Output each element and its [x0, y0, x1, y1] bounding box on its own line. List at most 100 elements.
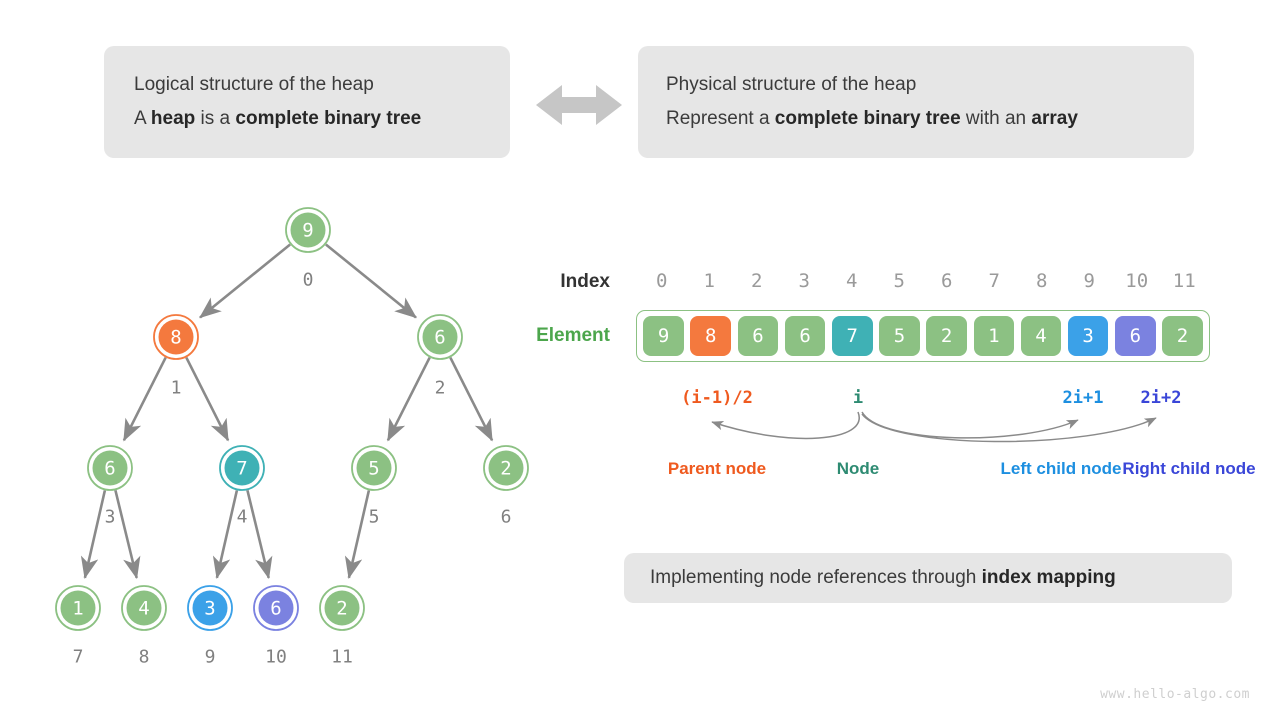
- array-index-cell: 5: [893, 270, 905, 292]
- tree-node-ring: [87, 445, 133, 491]
- formula-left-child-index: 2i+1: [1062, 388, 1104, 408]
- formula-self-index: i: [852, 388, 864, 408]
- array-index-cell: 1: [703, 270, 715, 292]
- tree-node: 4: [121, 585, 167, 631]
- mapping-caption-prefix: Implementing node references through: [650, 567, 982, 588]
- tree-node-value: 2: [500, 458, 511, 480]
- tree-edge-group: [80, 243, 494, 580]
- heap-binary-tree: 9 8 6 6 7 5 2 1 4 3 6 2 0 1 2 3 4 5 6 7 8 9 10 11: [55, 207, 529, 668]
- tree-node-ring: [153, 314, 199, 360]
- tree-edge: [246, 490, 273, 580]
- tree-node-ring: [285, 207, 331, 253]
- role-label-left-child: Left child node: [1000, 459, 1122, 478]
- tree-node: 1: [55, 585, 101, 631]
- tree-node-index: 3: [105, 507, 116, 528]
- tree-node-value: 3: [204, 598, 215, 620]
- physical-caption-line-2: Represent a complete binary tree with an…: [666, 102, 1166, 136]
- tree-node-body: [92, 450, 128, 486]
- tree-node-ring: [483, 445, 529, 491]
- array-element-cell: 6: [737, 316, 779, 356]
- tree-edge: [212, 490, 239, 580]
- tree-node-index: 7: [73, 647, 84, 668]
- tree-node-value: 6: [104, 458, 115, 480]
- tree-node-body: [224, 450, 260, 486]
- physical-caption-prefix: Represent a: [666, 108, 775, 129]
- tree-node: 7: [219, 445, 265, 491]
- mapping-caption-bold: index mapping: [981, 567, 1116, 588]
- tree-node-value: 7: [236, 458, 247, 480]
- tree-node-value: 1: [72, 598, 83, 620]
- logical-caption-bold-tree: complete binary tree: [235, 108, 422, 129]
- array-element-cell: 1: [973, 316, 1015, 356]
- tree-node-value: 9: [302, 220, 313, 242]
- array-index-cell: 3: [798, 270, 810, 292]
- array-index-cell: 9: [1083, 270, 1095, 292]
- tree-node-body: [488, 450, 524, 486]
- tree-node-ring: [417, 314, 463, 360]
- tree-node-body: [192, 590, 228, 626]
- index-mapping-caption: Implementing node references through ind…: [624, 553, 1232, 603]
- tree-node-value: 8: [170, 327, 181, 349]
- array-index-cell: 0: [656, 270, 668, 292]
- tree-edge: [344, 490, 371, 580]
- tree-node-group: 9 8 6 6 7 5 2 1 4 3 6 2: [55, 207, 529, 631]
- logical-caption-line-2: A heap is a complete binary tree: [134, 102, 480, 136]
- tree-edge: [80, 490, 107, 580]
- array-element-cell: 2: [926, 316, 967, 356]
- array-element-cell: 4: [1020, 316, 1062, 356]
- array-index-cell: 2: [751, 270, 763, 292]
- arrow-to-left-child: [861, 411, 1079, 439]
- physical-structure-caption: Physical structure of the heap Represent…: [638, 46, 1194, 158]
- tree-node: 9: [285, 207, 331, 253]
- tree-node-value: 2: [336, 598, 347, 620]
- logical-caption-line-1: Logical structure of the heap: [134, 74, 374, 95]
- tree-node: 2: [319, 585, 365, 631]
- tree-node-index: 11: [331, 647, 353, 668]
- array-element-cell: 3: [1067, 316, 1109, 356]
- tree-node-body: [126, 590, 162, 626]
- array-index-cell: 6: [941, 270, 953, 292]
- logical-caption-prefix: A: [134, 108, 151, 129]
- tree-node-ring: [253, 585, 299, 631]
- logical-caption-mid: is a: [195, 108, 236, 129]
- tree-edge: [386, 356, 431, 442]
- tree-node: 3: [187, 585, 233, 631]
- tree-node: 2: [483, 445, 529, 491]
- tree-node-index: 0: [303, 270, 314, 291]
- tree-node-value: 4: [138, 598, 149, 620]
- array-element-cell: 2: [1162, 316, 1203, 356]
- site-watermark: www.hello-algo.com: [1100, 687, 1250, 702]
- mapping-caption-line: Implementing node references through ind…: [650, 553, 1206, 603]
- tree-node: 5: [351, 445, 397, 491]
- tree-node-index: 9: [205, 647, 216, 668]
- tree-edge: [199, 243, 291, 319]
- array-element-cell: 5: [879, 316, 920, 356]
- tree-edge: [449, 356, 494, 442]
- bidirectional-arrow-icon: [536, 85, 622, 125]
- array-index-cell: 7: [988, 270, 1000, 292]
- tree-node-body: [158, 319, 194, 355]
- tree-edge: [114, 490, 141, 580]
- index-row-label: Index: [560, 271, 610, 292]
- tree-node: 8: [153, 314, 199, 360]
- array-index-cell: 8: [1036, 270, 1048, 292]
- array-element-cell: 7: [831, 316, 873, 356]
- tree-node-index: 10: [265, 647, 287, 668]
- physical-caption-mid: with an: [960, 108, 1032, 129]
- tree-node-index: 8: [139, 647, 150, 668]
- tree-node-index: 5: [369, 507, 380, 528]
- tree-node: 6: [87, 445, 133, 491]
- physical-caption-line-1: Physical structure of the heap: [666, 74, 917, 95]
- physical-caption-bold-tree: complete binary tree: [774, 108, 961, 129]
- tree-node-value: 6: [434, 327, 445, 349]
- tree-node-value: 6: [270, 598, 281, 620]
- array-index-cell: 11: [1172, 270, 1196, 292]
- tree-node-index: 2: [435, 378, 446, 399]
- tree-node-ring: [319, 585, 365, 631]
- tree-node: 6: [417, 314, 463, 360]
- array-index-cell: 4: [846, 270, 858, 292]
- index-mapping-arrows: [711, 411, 1157, 443]
